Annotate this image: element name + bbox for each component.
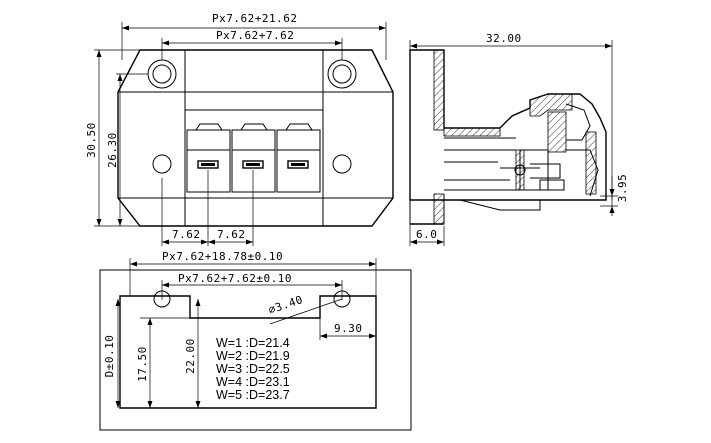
front-view	[94, 22, 394, 246]
dim-height-total: 30.50	[85, 122, 98, 158]
table-row: W=1 :D=21.4	[216, 336, 290, 350]
dim-pitch-a: 7.62	[172, 228, 201, 241]
table-row: W=5 :D=23.7	[216, 388, 290, 402]
dim-side-height: 3.95	[616, 174, 629, 203]
dim-height-inner: 26.30	[106, 132, 119, 168]
side-view	[409, 40, 618, 246]
dim-board-h2: 22.00	[184, 338, 197, 374]
dim-pitch-b: 7.62	[217, 228, 246, 241]
dim-hole-dia: ∅3.40	[267, 293, 305, 317]
pcb-layout	[99, 258, 412, 431]
table-row: W=4 :D=23.1	[216, 375, 290, 389]
dim-board-overall: Px7.62+18.78±0.10	[162, 250, 283, 263]
wd-table: W=1 :D=21.4 W=2 :D=21.9 W=3 :D=22.5 W=4 …	[216, 336, 290, 402]
dim-board-inner: Px7.62+7.62±0.10	[178, 272, 292, 285]
dim-board-offset: 9.30	[334, 322, 363, 335]
dim-top-inner: Px7.62+7.62	[216, 29, 294, 42]
table-row: W=3 :D=22.5	[216, 362, 290, 376]
dim-side-offset: 6.0	[416, 228, 437, 241]
terminal-cells	[186, 123, 321, 193]
dim-board-h1: 17.50	[136, 346, 149, 382]
dim-board-d: D±0.10	[103, 335, 116, 378]
dim-top-overall: Px7.62+21.62	[212, 12, 297, 25]
table-row: W=2 :D=21.9	[216, 349, 290, 363]
dim-side-width: 32.00	[486, 32, 522, 45]
